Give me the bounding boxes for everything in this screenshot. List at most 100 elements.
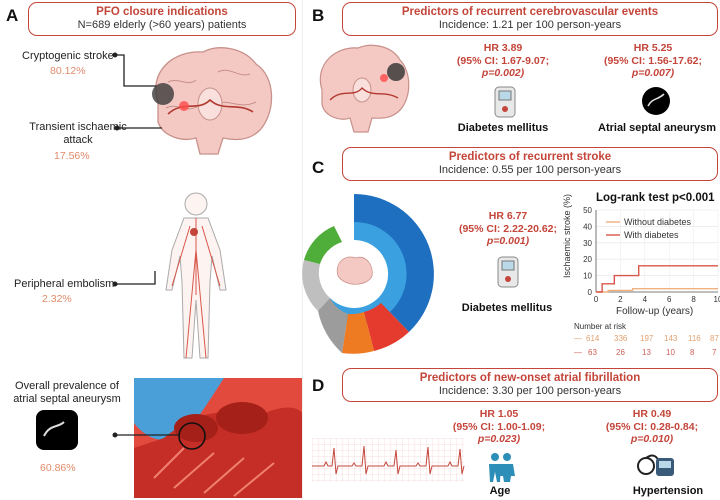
brain-illustration-b: [319, 44, 410, 133]
b-diabetes-ci: (95% CI: 1.67-9.07;: [456, 54, 550, 67]
glucometer-icon: [494, 86, 516, 118]
d-age-hr-value: HR 1.05: [479, 408, 519, 420]
panel-c-title: Predictors of recurrent stroke: [448, 151, 612, 163]
b-asa-hr-value: HR 5.25: [633, 42, 673, 54]
km-series-without-diabetes: [596, 287, 718, 293]
peripheral-connector: [112, 271, 156, 287]
risk-title: Number at risk: [574, 322, 627, 331]
km-ytick: 40: [583, 222, 592, 231]
tia-label: Transient ischaemic attack: [29, 121, 127, 146]
c-diabetes-name: Diabetes mellitus: [461, 302, 553, 314]
km-xtick: 10: [714, 295, 720, 304]
gray-segment: [302, 260, 330, 311]
echo-icon: [642, 87, 670, 115]
panel-a-title: PFO closure indications: [96, 6, 228, 18]
body-illustration: [165, 192, 227, 359]
km-legend-label: Without diabetes: [624, 217, 692, 227]
d-htn-hr-value: HR 0.49: [632, 408, 672, 420]
b-asa-name: Atrial septal aneurysm: [598, 122, 716, 134]
km-ylabel: Ischaemic stroke (%): [562, 193, 572, 278]
d-htn-p: p=0.010): [630, 433, 674, 445]
d-age-p: p=0.023): [477, 433, 521, 445]
d-age-name: Age: [489, 485, 511, 497]
cryptogenic-stroke-label: Cryptogenic stroke: [22, 50, 114, 62]
c-diabetes-ci: (95% CI: 2.22-20.62;: [458, 222, 558, 235]
inner-blue-segment: [318, 221, 407, 326]
panel-b-letter: B: [312, 6, 325, 25]
gray-dark-segment: [318, 298, 348, 353]
b-diabetes-hr-value: HR 3.89: [483, 42, 523, 54]
cryptogenic-stroke-pct: 80.12%: [50, 65, 86, 77]
panel-d-header: Predictors of new-onset atrial fibrillat…: [342, 368, 718, 402]
panel-b-title: Predictors of recurrent cerebrovascular …: [401, 6, 659, 18]
km-xtick: 6: [667, 295, 672, 304]
panel-c-letter: C: [312, 158, 325, 177]
km-xtick: 4: [643, 295, 648, 304]
peripheral-embolism-pct: 2.32%: [42, 293, 72, 305]
echo-image: [36, 410, 78, 450]
tia-connector: [114, 125, 162, 131]
asa-connector: [112, 432, 178, 438]
asa-prevalence-label: Overall prevalence of atrial septal aneu…: [13, 380, 121, 405]
risk-d-4: 8: [690, 348, 695, 357]
tia-pct: 17.56%: [54, 150, 90, 162]
asa-prevalence-pct: 60.86%: [40, 462, 76, 474]
d-age-ci: (95% CI: 1.00-1.09;: [452, 420, 546, 433]
panel-a-subtitle: N=689 elderly (>60 years) patients: [77, 19, 247, 31]
d-age-hr: HR 1.05 (95% CI: 1.00-1.09; p=0.023): [434, 408, 564, 446]
c-diabetes-p: p=0.001): [486, 235, 530, 247]
km-series-with-diabetes: [596, 265, 718, 293]
c-diabetes-hr: HR 6.77 (95% CI: 2.22-20.62; p=0.001): [442, 210, 574, 248]
panel-d-title: Predictors of new-onset atrial fibrillat…: [419, 372, 641, 384]
panel-divider: [302, 0, 303, 500]
c-diabetes-hr-value: HR 6.77: [488, 210, 528, 222]
b-diabetes-name: Diabetes mellitus: [457, 122, 549, 134]
km-ytick: 30: [583, 239, 592, 248]
km-title: Log-rank test p<0.001: [596, 192, 715, 204]
panel-c-subtitle: Incidence: 0.55 per 100 person-years: [438, 164, 622, 176]
d-htn-name: Hypertension: [632, 485, 704, 497]
km-legend-label: With diabetes: [624, 230, 679, 240]
km-xtick: 2: [618, 295, 623, 304]
panel-d-letter: D: [312, 376, 325, 395]
orange-segment: [342, 312, 374, 354]
km-xlabel: Follow-up (years): [616, 306, 694, 317]
cryptogenic-connector: [112, 52, 156, 87]
panel-c-header: Predictors of recurrent stroke Incidence…: [342, 147, 718, 181]
km-ytick: 10: [583, 272, 592, 281]
peripheral-embolism-label: Peripheral embolism: [14, 278, 115, 290]
green-segment: [304, 226, 342, 264]
b-asa-hr: HR 5.25 (95% CI: 1.56-17.62; p=0.007): [588, 42, 718, 80]
risk-nd-3: 143: [664, 334, 678, 343]
km-xtick: 0: [594, 295, 599, 304]
panel-d-subtitle: Incidence: 3.30 per 100 person-years: [438, 385, 622, 397]
km-ytick: 20: [583, 255, 592, 264]
risk-nd-1: 336: [614, 334, 628, 343]
elderly-couple-icon: [489, 453, 515, 482]
glucometer-icon-c: [497, 256, 519, 288]
km-xtick: 8: [691, 295, 696, 304]
b-asa-ci: (95% CI: 1.56-17.62;: [603, 54, 703, 67]
heart-illustration: [134, 378, 302, 498]
red-segment: [364, 303, 409, 351]
panel-a-header: PFO closure indications N=689 elderly (>…: [28, 2, 296, 36]
risk-nd-5: 87: [710, 334, 719, 343]
risk-d-0: 63: [588, 348, 597, 357]
b-asa-p: p=0.007): [631, 67, 675, 79]
d-htn-ci: (95% CI: 0.28-0.84;: [605, 420, 699, 433]
risk-nd-2: 197: [640, 334, 654, 343]
risk-nd-0: 614: [586, 334, 600, 343]
km-ytick: 50: [583, 206, 592, 215]
panel-a-letter: A: [6, 6, 19, 25]
km-ytick: 0: [588, 288, 593, 297]
risk-d-3: 10: [666, 348, 675, 357]
risk-d-1: 26: [616, 348, 625, 357]
sunburst-diagram: [302, 194, 434, 354]
b-diabetes-hr: HR 3.89 (95% CI: 1.67-9.07; p=0.002): [438, 42, 568, 80]
brain-illustration-a: [152, 47, 273, 155]
b-diabetes-p: p=0.002): [481, 67, 525, 79]
risk-nd-4: 116: [688, 334, 701, 343]
risk-d-5: 7: [712, 348, 717, 357]
risk-d-2: 13: [642, 348, 651, 357]
